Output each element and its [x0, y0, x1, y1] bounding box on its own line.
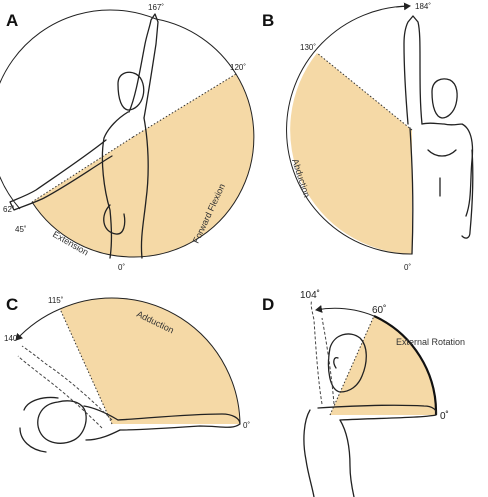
panel-c-deg-right: 0˚	[243, 421, 250, 430]
panel-d-head	[327, 333, 367, 393]
panel-a-forward-flexion-sector	[32, 74, 254, 258]
panel-a: A 167˚ 120˚ 62˚ 45˚ 0˚ Extension Forward…	[0, 3, 255, 272]
panel-c-letter: C	[6, 295, 18, 314]
panel-b-hanging-arm	[461, 149, 474, 239]
panel-a-deg-lower-left: 45˚	[15, 225, 27, 234]
panel-a-buttock	[103, 204, 126, 235]
panel-b-abduction-sector	[290, 53, 412, 254]
panel-c-extended-arm	[117, 413, 241, 431]
panel-a-torso	[101, 111, 149, 259]
panel-c-deg-top: 115˚	[48, 296, 64, 305]
panel-c-range-arc	[15, 297, 241, 425]
panel-b-deg-upper-left: 130˚	[300, 43, 316, 52]
panel-d-range-arc-thin	[315, 305, 375, 317]
panel-b-figure	[403, 15, 474, 255]
panel-a-deg-top: 167˚	[148, 3, 164, 12]
panel-d: D 104˚ 60˚ 0˚ External Rotation	[262, 289, 465, 497]
panel-a-head	[117, 71, 145, 111]
panel-c-head-top-view	[37, 400, 87, 444]
panel-b-head	[431, 78, 458, 119]
panel-b-130-deg-line	[316, 52, 413, 131]
panel-a-deg-bottom: 0˚	[118, 263, 125, 272]
panel-b-torso	[409, 122, 474, 255]
panel-d-deg-top-left: 104˚	[300, 289, 320, 301]
panel-d-60-deg-line	[329, 315, 375, 416]
panel-d-forearm	[317, 404, 438, 421]
panel-b-raised-arm	[403, 15, 423, 125]
panel-d-deg-top-right: 60˚	[372, 304, 386, 316]
panel-a-figure	[9, 13, 159, 259]
panel-c-deg-left: 140˚	[4, 334, 20, 343]
panel-d-external-rotation-sector	[330, 316, 437, 415]
panel-a-deg-left: 62˚	[3, 205, 15, 214]
panel-d-ear	[333, 356, 339, 369]
panel-b-top-arrow	[395, 2, 411, 11]
panel-d-body-outline	[303, 409, 355, 497]
panel-a-120-deg-line	[132, 73, 237, 138]
panel-c-figure	[17, 345, 241, 453]
panel-b-letter: B	[262, 11, 274, 30]
panel-b: B 184˚ 130˚ 0˚ Abduction	[262, 2, 474, 272]
panel-a-raised-arm	[128, 13, 159, 119]
panel-b-chest	[427, 149, 457, 197]
panel-a-range-arc	[0, 9, 255, 258]
panel-b-range-arc	[286, 5, 413, 255]
panel-b-deg-top: 184˚	[415, 2, 431, 11]
panel-b-deg-bottom: 0˚	[404, 263, 411, 272]
panel-d-letter: D	[262, 295, 274, 314]
panel-d-label-external-rotation: External Rotation	[396, 337, 465, 347]
panel-a-deg-upper-right: 120˚	[230, 63, 246, 72]
panel-a-letter: A	[6, 11, 18, 30]
panel-d-range-arc-bold	[373, 314, 438, 416]
panel-c-115-deg-line	[59, 308, 113, 425]
panel-c-ghost-arm	[17, 345, 113, 429]
panel-c-shoulders	[19, 396, 121, 453]
panel-a-extended-arm	[9, 139, 113, 211]
panel-d-figure	[303, 299, 438, 497]
panel-d-ghost-forearm	[310, 299, 335, 405]
panel-d-deg-right: 0˚	[440, 410, 449, 422]
panel-c-adduction-sector	[60, 297, 240, 424]
panel-a-45-deg-line	[31, 136, 134, 203]
panel-c: C 115˚ 140˚ 0˚ Adduction	[4, 295, 250, 453]
